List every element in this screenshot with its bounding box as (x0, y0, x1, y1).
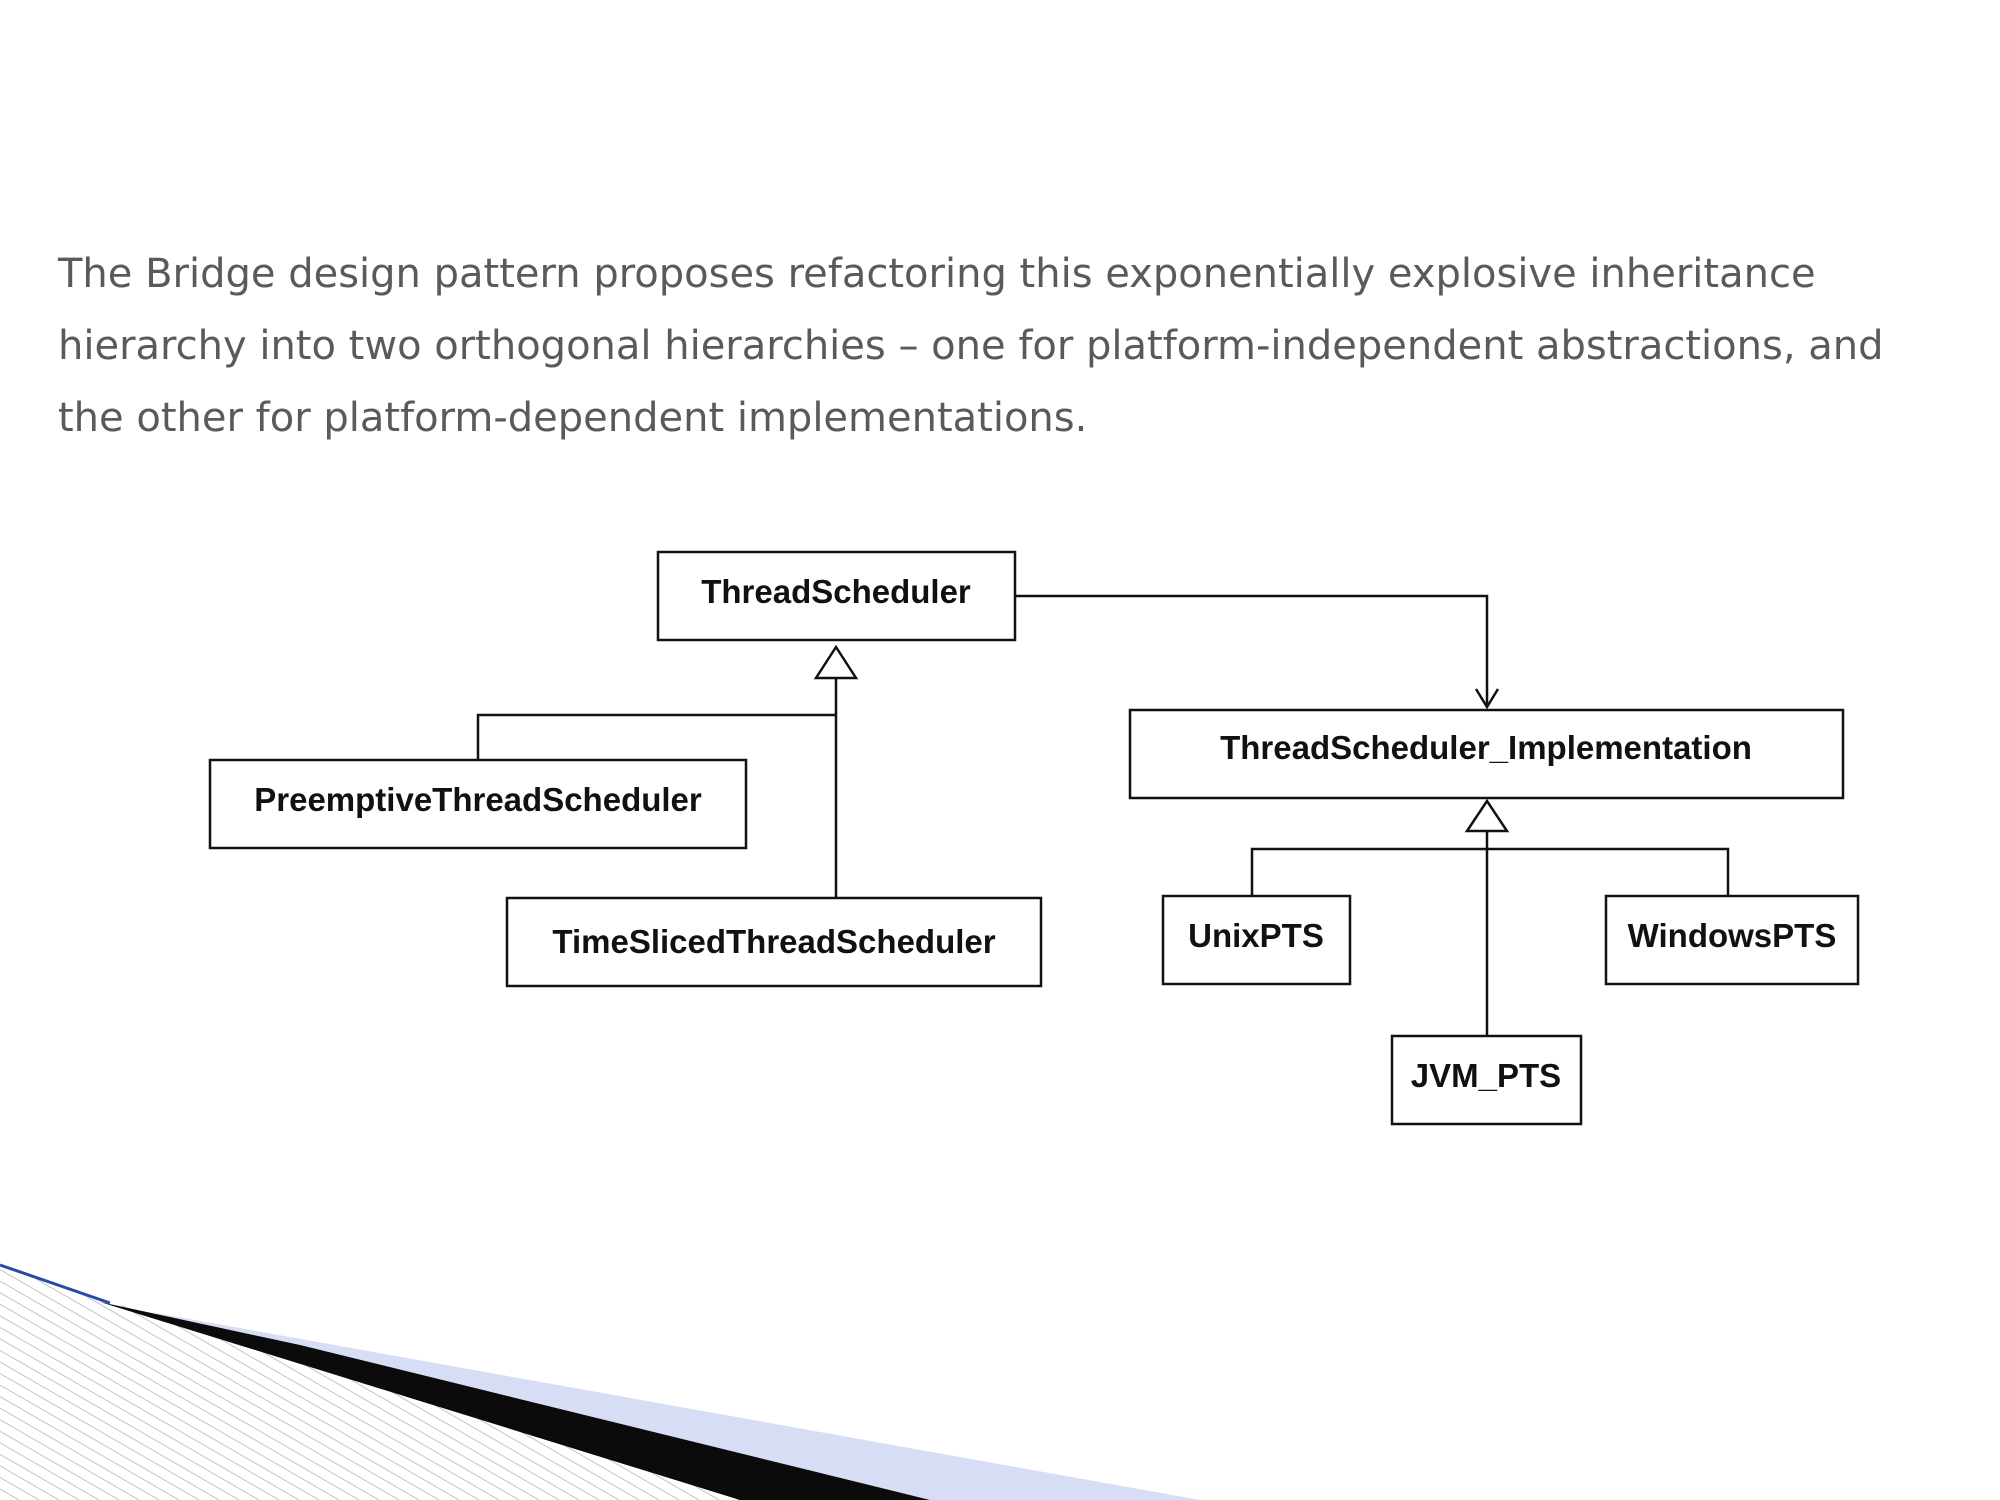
class-name-threadscheduler: ThreadScheduler (701, 573, 971, 610)
paragraph-line-3: the other for platform-dependent impleme… (58, 395, 1088, 441)
class-box-threadscheduler: ThreadScheduler (656, 550, 1017, 642)
bridge-association-arrowhead (1474, 688, 1500, 710)
paragraph-line-2: hierarchy into two orthogonal hierarchie… (58, 323, 1884, 369)
class-box-unixpts: UnixPTS (1161, 894, 1352, 986)
paragraph-line-1: The Bridge design pattern proposes refac… (58, 251, 1816, 297)
inheritance-line-unix (1250, 847, 1730, 896)
inheritance-arrow-threadscheduler (813, 644, 859, 680)
class-box-timesliced: TimeSlicedThreadScheduler (505, 896, 1043, 988)
class-name-windowspts: WindowsPTS (1628, 917, 1837, 954)
inheritance-line-preemptive (476, 713, 836, 760)
description-paragraph: The Bridge design pattern proposes refac… (58, 238, 1978, 454)
class-box-windowspts: WindowsPTS (1604, 894, 1860, 986)
class-name-timesliced: TimeSlicedThreadScheduler (552, 923, 995, 960)
class-box-preemptive: PreemptiveThreadScheduler (208, 758, 748, 850)
class-name-implementation: ThreadScheduler_Implementation (1220, 729, 1752, 766)
edge-line (0, 1263, 111, 1305)
class-name-jvmpts: JVM_PTS (1411, 1057, 1561, 1094)
class-box-jvmpts: JVM_PTS (1390, 1034, 1583, 1126)
class-name-unixpts: UnixPTS (1188, 917, 1324, 954)
light-blue-stripe (150, 1312, 1200, 1500)
bridge-association-line (1015, 594, 1489, 706)
class-box-implementation: ThreadScheduler_Implementation (1128, 708, 1845, 800)
inheritance-arrow-implementation (1464, 798, 1510, 833)
class-name-preemptive: PreemptiveThreadScheduler (254, 781, 702, 818)
dark-stripe (100, 1302, 930, 1500)
